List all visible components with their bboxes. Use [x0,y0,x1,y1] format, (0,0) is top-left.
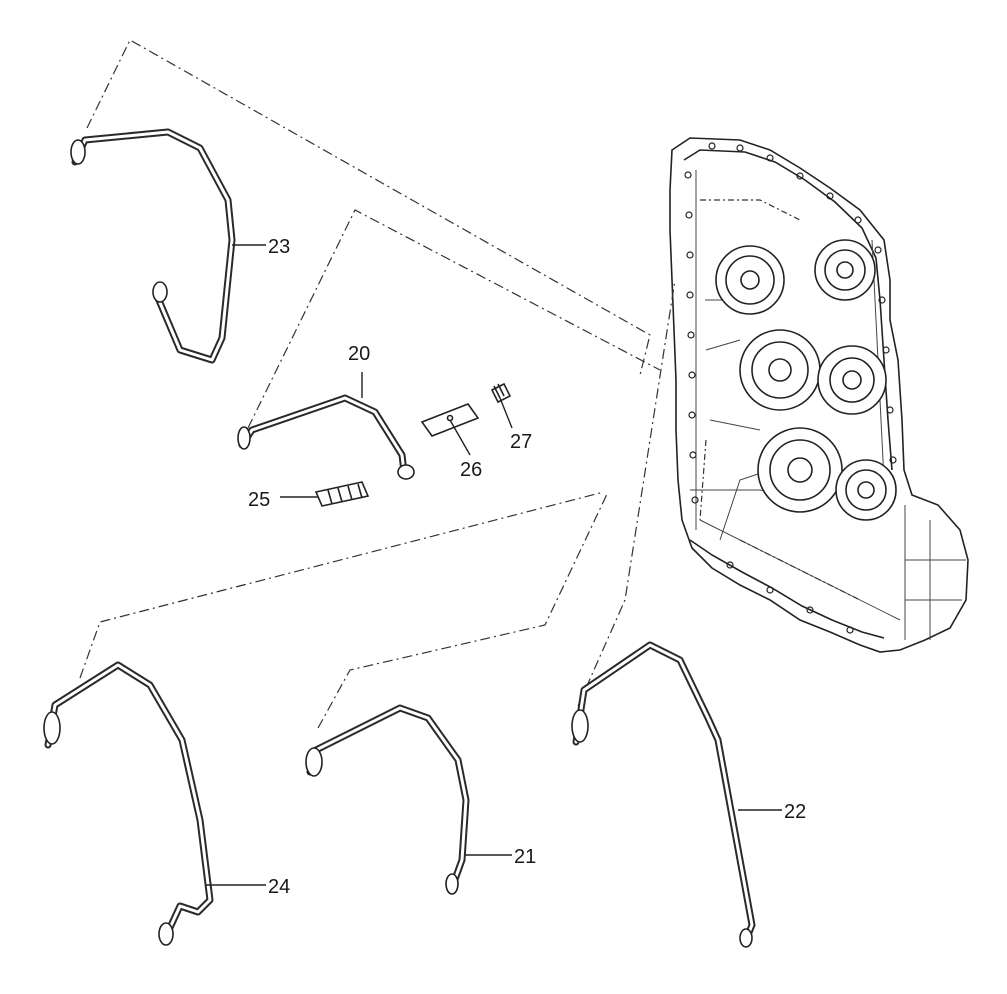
pipe-23 [70,128,236,364]
callout-27: 27 [510,431,532,453]
callout-25: 25 [248,489,270,511]
pipe-end-fitting [152,281,168,303]
pipe-end-fitting [305,747,323,777]
gear-wheel [835,459,897,521]
screw-27 [490,382,512,404]
callout-26: 26 [460,459,482,481]
pipe-24 [43,661,214,946]
pipe-end-fitting [445,873,459,895]
pipe-end-fitting [237,426,251,450]
connector-block-25 [314,481,370,507]
pipe-20 [237,394,415,480]
gear-wheel [757,427,843,513]
gear-housing [669,137,969,653]
housing-bolt-holes [684,142,897,634]
pipe-22 [571,641,756,948]
callout-21: 21 [514,846,536,868]
pipe-end-fitting [397,464,415,480]
gear-wheel [817,345,887,415]
gear-wheel [739,329,821,411]
pipe-end-fitting [158,922,174,946]
callout-24: 24 [268,876,290,898]
pipe-end-fitting [571,709,589,743]
assembly-lines [79,39,676,729]
gear-wheel [715,245,785,315]
callout-20: 20 [348,343,370,365]
callout-leaders [206,244,782,886]
pipe-21 [305,704,470,895]
pipe-end-fitting [43,711,61,745]
pipe-end-fitting [70,139,86,165]
callout-23: 23 [268,236,290,258]
callout-22: 22 [784,801,806,823]
gear-wheel [814,239,876,301]
pipe-end-fitting [739,928,753,948]
